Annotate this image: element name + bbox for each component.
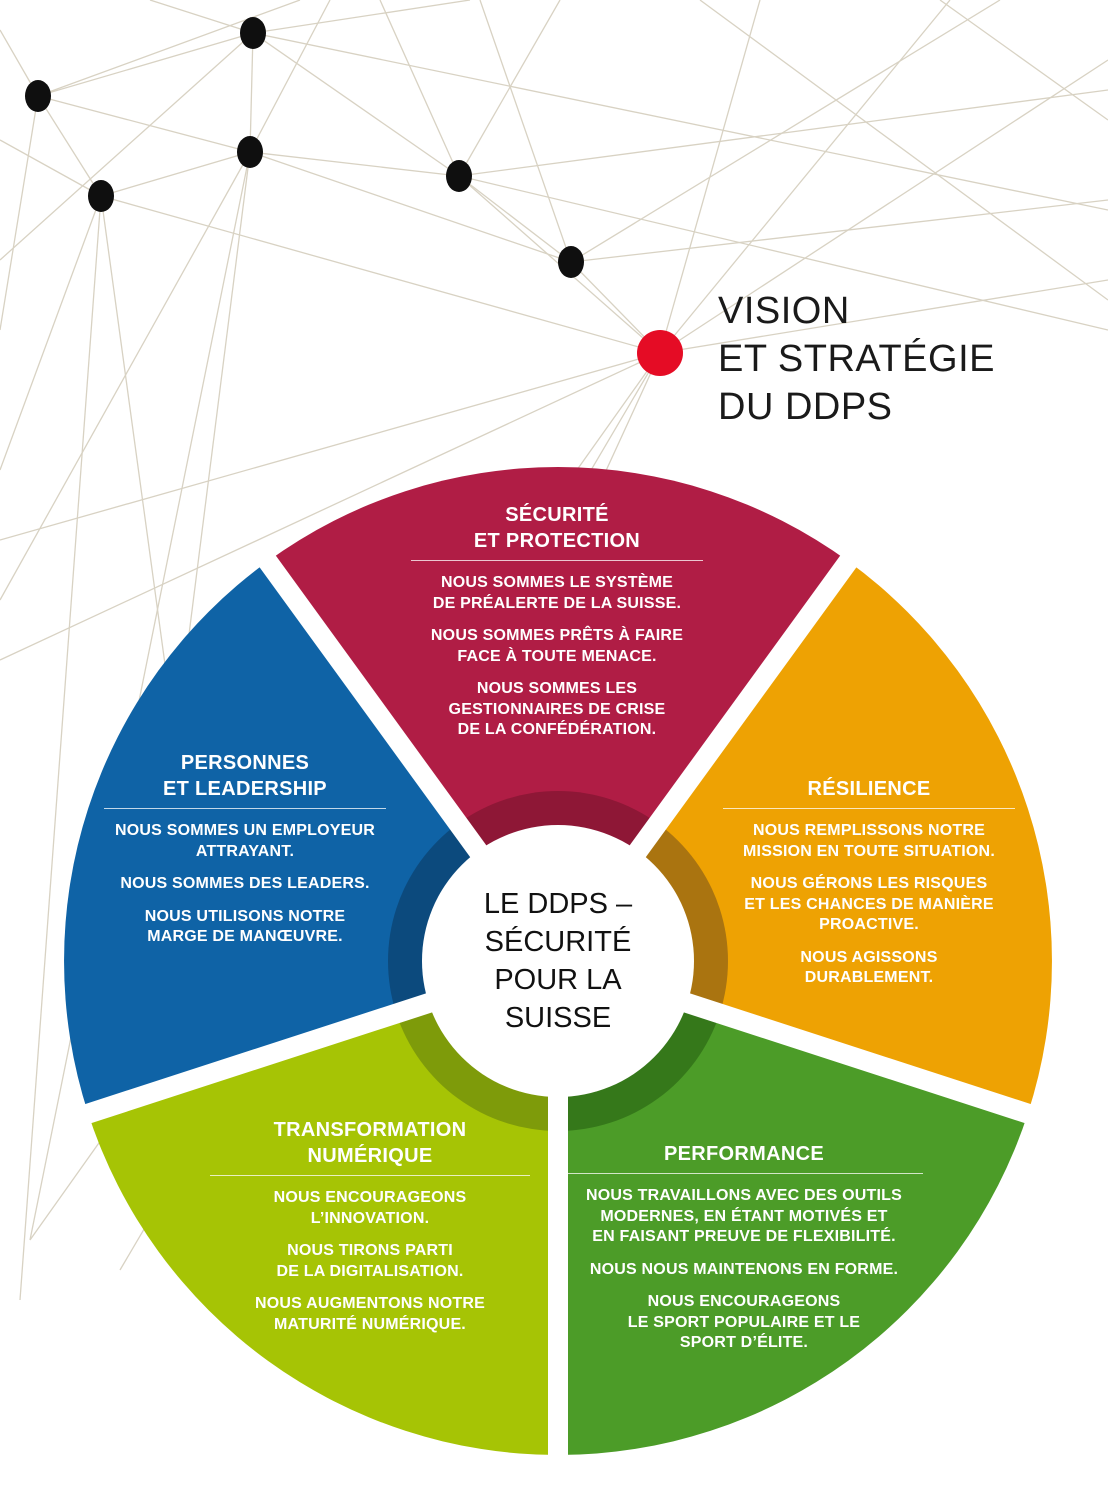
- network-line: [252, 0, 471, 34]
- network-line: [458, 89, 1108, 177]
- network-dot: [237, 136, 263, 168]
- network-line: [0, 95, 39, 331]
- segment-title-resilience: RÉSILIENCE: [807, 778, 931, 800]
- network-line: [570, 199, 1108, 263]
- network-line: [37, 32, 254, 97]
- segment-statement: NOUS SOMMES LES GESTIONNAIRES DE CRISE D…: [448, 680, 666, 738]
- segment-statement: NOUS AGISSONS DURABLEMENT.: [800, 948, 938, 987]
- segment-divider: [411, 560, 703, 561]
- segment-divider: [210, 1175, 530, 1176]
- network-dot: [446, 160, 472, 192]
- network-line: [0, 32, 254, 261]
- segment-divider: [723, 808, 1015, 809]
- center-label: LE DDPS – SÉCURITÉ POUR LA SUISSE: [483, 888, 633, 1034]
- network-line: [249, 0, 331, 153]
- network-line: [37, 0, 301, 97]
- network-dot: [558, 246, 584, 278]
- segment-statement: NOUS NOUS MAINTENONS EN FORME.: [589, 1260, 899, 1278]
- segment-text-securite: SÉCURITÉ ET PROTECTION NOUS SOMMES LE SY…: [402, 502, 712, 741]
- segment-statement: NOUS ENCOURAGEONS LE SPORT POPULAIRE ET …: [627, 1293, 861, 1351]
- network-line: [37, 95, 102, 197]
- network-dot: [25, 80, 51, 112]
- network-dot: [240, 17, 266, 49]
- network-line: [0, 352, 661, 661]
- segment-statement: NOUS GÉRONS LES RISQUES ET LES CHANCES D…: [744, 875, 994, 933]
- network-line: [379, 0, 460, 177]
- segment-divider: [565, 1173, 923, 1174]
- center-circle: [422, 825, 694, 1097]
- network-line: [249, 32, 254, 153]
- page-title: VISION ET STRATÉGIE DU DDPS: [718, 290, 995, 428]
- segment-statement: NOUS AUGMENTONS NOTRE MATURITÉ NUMÉRIQUE…: [255, 1295, 485, 1333]
- network-dot: [88, 180, 114, 212]
- red-accent-dot: [637, 330, 683, 376]
- network-line: [458, 175, 572, 263]
- segment-title-securite: SÉCURITÉ ET PROTECTION: [473, 504, 641, 552]
- segment-statement: NOUS REMPLISSONS NOTRE MISSION EN TOUTE …: [743, 822, 995, 860]
- segment-statement: NOUS TIRONS PARTI DE LA DIGITALISATION.: [276, 1242, 464, 1280]
- network-line: [659, 0, 761, 354]
- network-line: [249, 151, 460, 177]
- segment-text-personnes: PERSONNES ET LEADERSHIP NOUS SOMMES UN E…: [95, 750, 395, 948]
- network-line: [659, 59, 1108, 354]
- network-line: [249, 151, 572, 263]
- network-line: [458, 0, 561, 177]
- network-line: [479, 0, 572, 263]
- segment-statement: NOUS SOMMES PRÊTS À FAIRE FACE À TOUTE M…: [430, 627, 684, 665]
- segment-text-performance: PERFORMANCE NOUS TRAVAILLONS AVEC DES OU…: [554, 1141, 934, 1354]
- segment-statement: NOUS ENCOURAGEONS L’INNOVATION.: [273, 1189, 467, 1227]
- segment-title-transformation: TRANSFORMATION NUMÉRIQUE: [273, 1119, 467, 1167]
- segment-title-performance: PERFORMANCE: [664, 1143, 824, 1165]
- segment-divider: [104, 808, 386, 809]
- network-line: [0, 352, 661, 541]
- network-line: [0, 139, 102, 197]
- network-line: [149, 0, 254, 34]
- segment-statement: NOUS SOMMES DES LEADERS.: [120, 875, 370, 892]
- network-line: [699, 0, 1108, 301]
- segment-statement: NOUS TRAVAILLONS AVEC DES OUTILS MODERNE…: [585, 1187, 903, 1245]
- network-line: [252, 32, 460, 177]
- network-line: [252, 32, 1108, 211]
- network-line: [570, 0, 1001, 263]
- network-line: [939, 0, 1108, 121]
- segment-securite: [267, 467, 849, 961]
- network-line: [19, 195, 102, 1301]
- segment-statement: NOUS SOMMES UN EMPLOYEUR ATTRAYANT.: [115, 822, 375, 860]
- network-line: [100, 195, 661, 354]
- network-dots: [25, 17, 584, 278]
- segment-text-transformation: TRANSFORMATION NUMÉRIQUE NOUS ENCOURAGEO…: [200, 1117, 540, 1335]
- network-line: [659, 0, 951, 354]
- network-line: [29, 151, 251, 1241]
- network-line: [0, 195, 102, 471]
- network-line: [100, 151, 251, 197]
- segment-title-personnes: PERSONNES ET LEADERSHIP: [163, 752, 327, 800]
- network-line: [458, 175, 1108, 331]
- segment-statement: NOUS SOMMES LE SYSTÈME DE PRÉALERTE DE L…: [432, 574, 682, 612]
- segment-text-resilience: RÉSILIENCE NOUS REMPLISSONS NOTRE MISSIO…: [714, 776, 1024, 989]
- network-line: [659, 279, 1108, 354]
- segment-statement: NOUS UTILISONS NOTRE MARGE DE MANŒUVRE.: [144, 907, 346, 946]
- network-line: [37, 95, 251, 153]
